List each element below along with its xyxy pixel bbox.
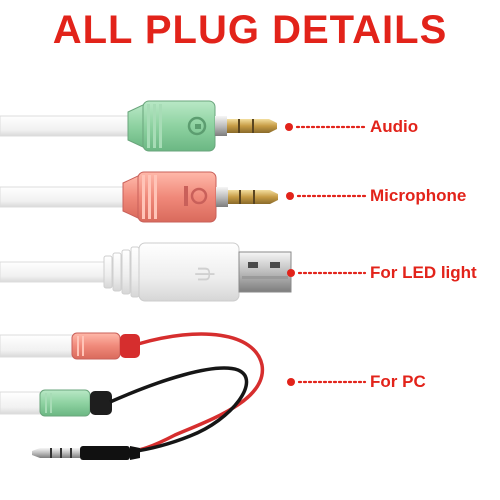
pc-splitter-cable — [0, 332, 264, 460]
label-led-light: For LED light — [370, 263, 477, 282]
pointer-pc — [287, 378, 367, 386]
label-microphone: Microphone — [370, 186, 467, 205]
label-audio: Audio — [370, 117, 419, 136]
label-pc: For PC — [370, 372, 426, 391]
page-title: ALL PLUG DETAILS — [52, 8, 448, 52]
svg-text:ψ: ψ — [190, 266, 215, 282]
pointer-audio — [285, 123, 367, 131]
microphone-plug — [0, 171, 278, 223]
usb-plug: ψ — [0, 242, 292, 302]
pointer-led — [287, 269, 367, 277]
audio-plug — [0, 100, 277, 152]
pointer-microphone — [286, 192, 367, 200]
